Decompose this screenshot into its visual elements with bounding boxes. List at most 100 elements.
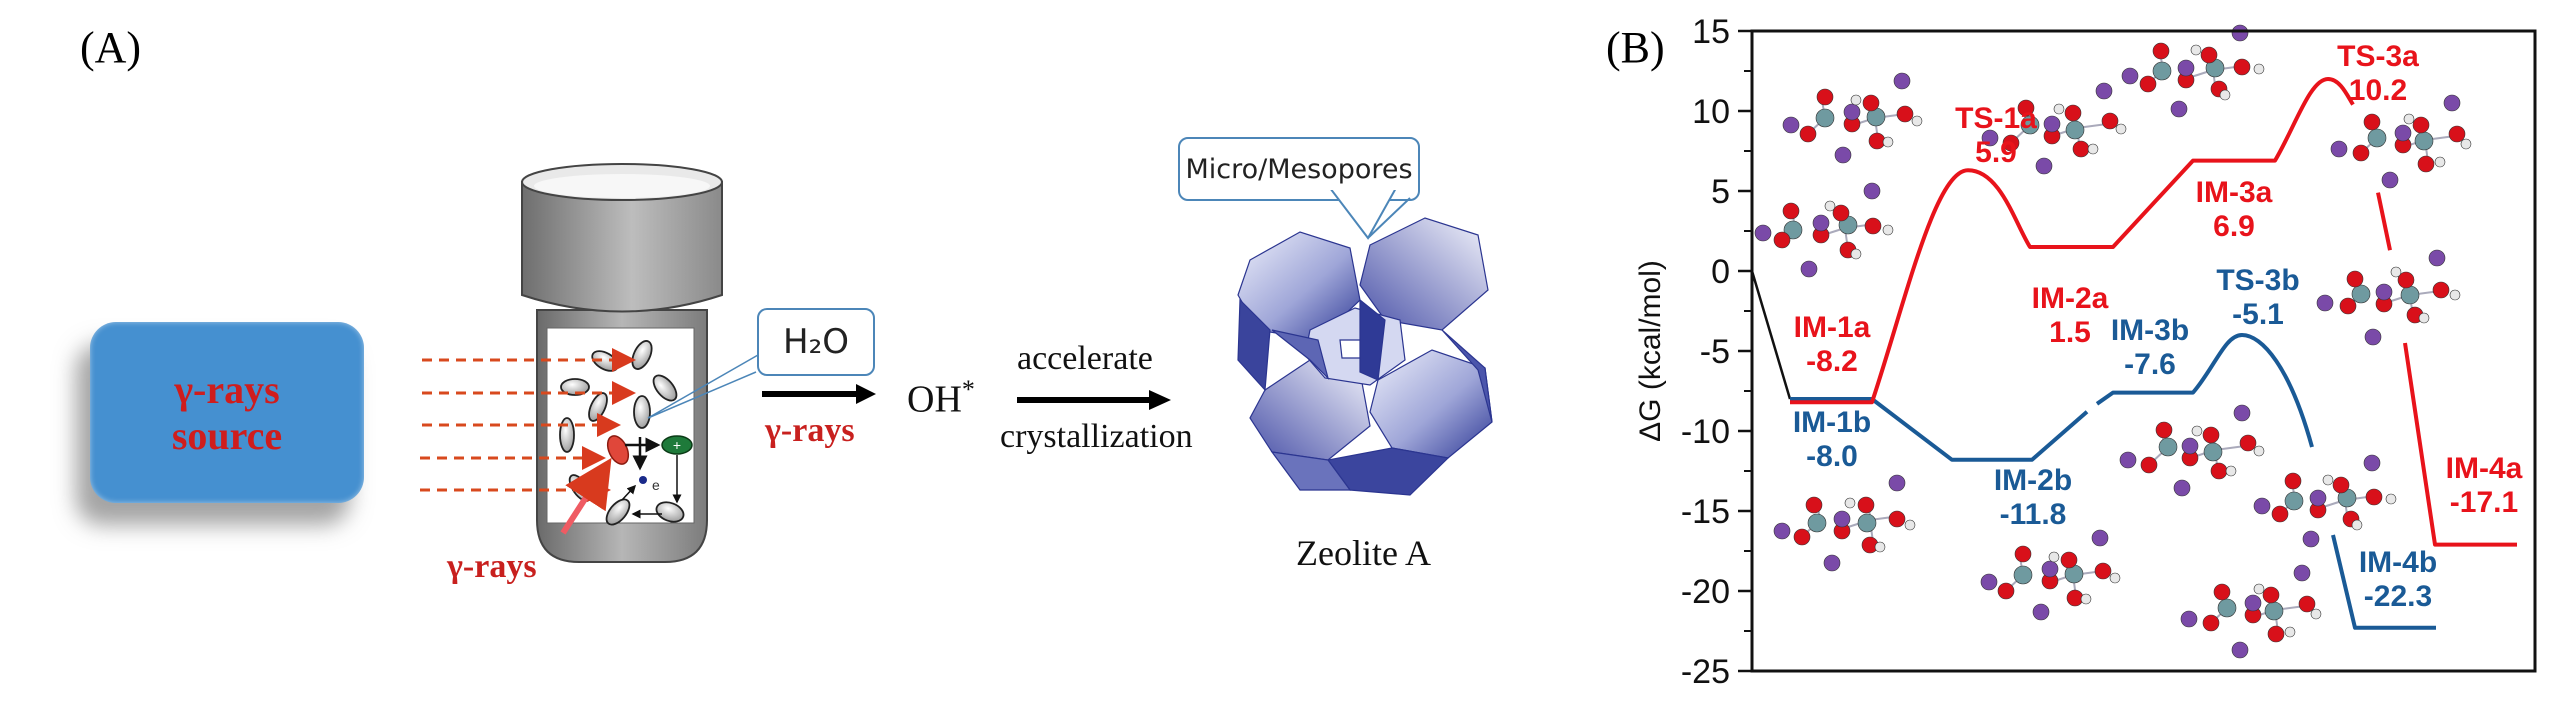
state-name-label: IM-3b	[2111, 314, 2189, 347]
pathway-b-segment-2	[2095, 333, 2314, 448]
hydroxyl-text: OH	[907, 378, 962, 421]
y-tick-label: -25	[1681, 653, 1730, 691]
state-energy-label: 6.9	[2213, 210, 2255, 243]
step2-label-above: accelerate	[1017, 340, 1153, 377]
atom	[2284, 626, 2296, 638]
step1-arrow	[762, 384, 876, 404]
atom	[2053, 103, 2065, 115]
state-energy-label: -8.2	[1806, 345, 1858, 378]
hydroxyl-radical: OH*	[907, 375, 975, 422]
zeolite-a-framework	[1237, 190, 1493, 496]
atom	[2432, 281, 2450, 299]
atom	[2014, 545, 2032, 563]
radical-asterisk: *	[961, 375, 975, 404]
atom	[2443, 94, 2461, 112]
state-energy-label: -5.1	[2232, 298, 2284, 331]
atom	[2139, 75, 2157, 93]
state-energy-label: -11.8	[2000, 498, 2067, 531]
atom	[2043, 115, 2061, 133]
atom	[2203, 442, 2223, 462]
start-connector	[1750, 270, 1792, 400]
atom	[2262, 586, 2280, 604]
atom	[2364, 328, 2382, 346]
atom	[2020, 115, 2040, 135]
atom	[1812, 214, 1830, 232]
state-energy-label: -22.3	[2364, 580, 2432, 613]
atom	[1868, 132, 1886, 150]
atom	[1882, 224, 1894, 236]
atom	[2095, 82, 2113, 100]
atom	[2367, 128, 2387, 148]
pathway-a-segment-3	[2403, 342, 2517, 547]
atom	[1904, 519, 1916, 531]
state-name-label: TS-3a	[2337, 40, 2419, 73]
molecule-cluster	[1981, 82, 2127, 175]
atom	[1782, 116, 1800, 134]
molecule-cluster	[2253, 454, 2397, 548]
atom	[2173, 479, 2191, 497]
state-energy-label: -8.0	[1806, 440, 1858, 473]
y-tick-label: -20	[1681, 573, 1730, 611]
molecule-cluster	[2121, 24, 2265, 118]
atom	[2417, 155, 2435, 173]
state-labels: IM-1a-8.2TS-1a5.9IM-2a1.5IM-3a6.9TS-3a10…	[1793, 40, 2523, 613]
molecule-cluster	[1773, 474, 1916, 572]
electron-symbol: e	[652, 477, 660, 493]
atom	[2400, 285, 2420, 305]
atom	[2253, 63, 2265, 75]
gamma-ray-source-box: γ-rays source	[90, 322, 364, 503]
y-tick-label: 15	[1692, 13, 1730, 51]
pathway-a-segment-1	[1790, 77, 2355, 405]
y-tick-label: -10	[1681, 413, 1730, 451]
atom	[1857, 496, 1875, 514]
y-tick-label: -15	[1681, 493, 1730, 531]
source-line-2: source	[171, 412, 283, 458]
electron-dot	[639, 476, 647, 484]
atom	[2332, 476, 2350, 494]
atom	[1864, 217, 1882, 235]
atom	[2064, 104, 2082, 122]
atom	[2352, 144, 2370, 162]
y-tick-label: 5	[1711, 173, 1730, 211]
atom	[2066, 589, 2084, 607]
atom	[2381, 171, 2399, 189]
state-energy-label: -17.1	[2450, 486, 2518, 519]
mesopore-callout-pointer	[1367, 197, 1411, 239]
atom	[2253, 497, 2271, 515]
molecule-cluster	[2119, 404, 2265, 497]
atom	[2363, 113, 2381, 131]
atom	[1850, 94, 1862, 106]
state-name-label: IM-4b	[2359, 546, 2437, 579]
atom	[1863, 182, 1881, 200]
atom	[2048, 551, 2060, 563]
atom	[2119, 451, 2137, 469]
atom	[2191, 425, 2203, 437]
atom	[2322, 474, 2334, 486]
atom	[1805, 496, 1823, 514]
process-arrows	[621, 437, 682, 519]
atom	[2219, 89, 2231, 101]
atom	[2152, 42, 2170, 60]
atom	[2202, 426, 2220, 444]
atom	[2414, 131, 2434, 151]
state-name-label: IM-2a	[2032, 282, 2109, 315]
gamma-ray-beam	[560, 457, 612, 535]
atom	[1815, 108, 1835, 128]
atom	[1783, 220, 1803, 240]
atom	[2365, 488, 2383, 506]
h2o-callout-pointer	[647, 354, 759, 419]
atom	[2190, 44, 2202, 56]
state-energy-label: 10.2	[2349, 74, 2407, 107]
atom	[2253, 583, 2265, 595]
atom	[2239, 434, 2257, 452]
mesopore-text: Micro/Mesopores	[1185, 153, 1413, 185]
atom	[2087, 143, 2099, 155]
atom	[2264, 601, 2284, 621]
atom	[1824, 200, 1836, 212]
atom	[2065, 120, 2085, 140]
atom	[2115, 123, 2127, 135]
atom	[1911, 115, 1923, 127]
state-name-label: IM-4a	[2446, 452, 2523, 485]
atom	[1896, 105, 1914, 123]
